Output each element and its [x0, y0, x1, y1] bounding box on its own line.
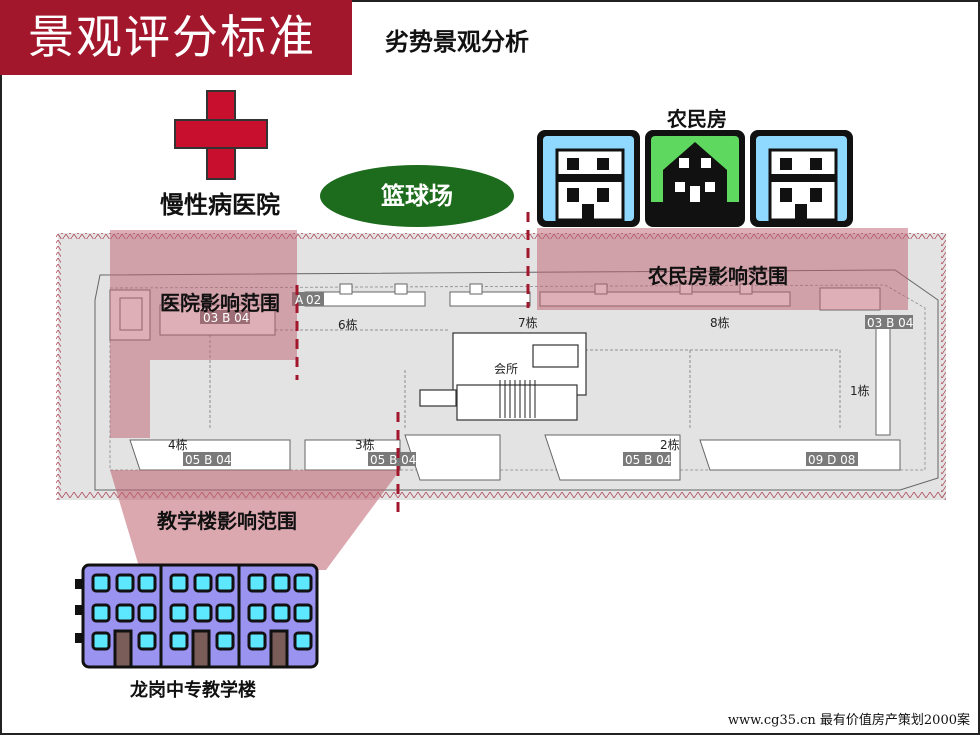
red-cross-icon	[174, 90, 268, 180]
building-4-label: 4栋	[168, 438, 188, 452]
unit-tag: 09 D 08	[808, 453, 856, 467]
building-8-label: 8栋	[710, 316, 730, 330]
page-subtitle: 劣势景观分析	[385, 28, 529, 56]
unit-tag: 03 B 04	[203, 311, 250, 325]
house-icon	[750, 130, 853, 227]
unit-tag: 05 B 04	[370, 453, 417, 467]
farmhouse-label: 农民房	[667, 107, 727, 131]
school-label: 龙岗中专教学楼	[130, 680, 256, 701]
school-range-overlay	[110, 470, 400, 570]
farmhouse-range-label: 农民房影响范围	[648, 264, 788, 288]
hospital-range-label: 医院影响范围	[160, 291, 280, 315]
house-icon	[537, 130, 640, 227]
building-1-label: 1栋	[850, 384, 870, 398]
school-range-label: 教学楼影响范围	[157, 509, 297, 533]
school-building-icon	[75, 563, 319, 669]
clubhouse-label: 会所	[494, 362, 519, 376]
house-icon	[645, 130, 745, 227]
unit-tag-a02: 02	[306, 293, 322, 307]
hospital-label: 慢性病医院	[160, 191, 280, 219]
unit-tag: 05 B 04	[625, 453, 672, 467]
building-3-label: 3栋	[355, 438, 375, 452]
hospital-range-overlay	[110, 230, 297, 360]
building-2-label: 2栋	[660, 438, 680, 452]
unit-tag: 03 B 04	[867, 316, 914, 330]
building-1	[875, 324, 891, 436]
hospital-range-overlay-2	[110, 360, 150, 438]
page-title: 景观评分标准	[0, 0, 352, 75]
unit-tag: 05 B 04	[185, 453, 232, 467]
building-7-label: 7栋	[518, 316, 538, 330]
footer-credit: www.cg35.cn 最有价值房产策划2000案	[727, 713, 970, 728]
unit-tag-a: A	[295, 293, 304, 307]
basketball-court-label: 篮球场	[320, 165, 514, 227]
farmhouse-range-overlay	[537, 228, 908, 310]
building-6-label: 6栋	[338, 318, 358, 332]
